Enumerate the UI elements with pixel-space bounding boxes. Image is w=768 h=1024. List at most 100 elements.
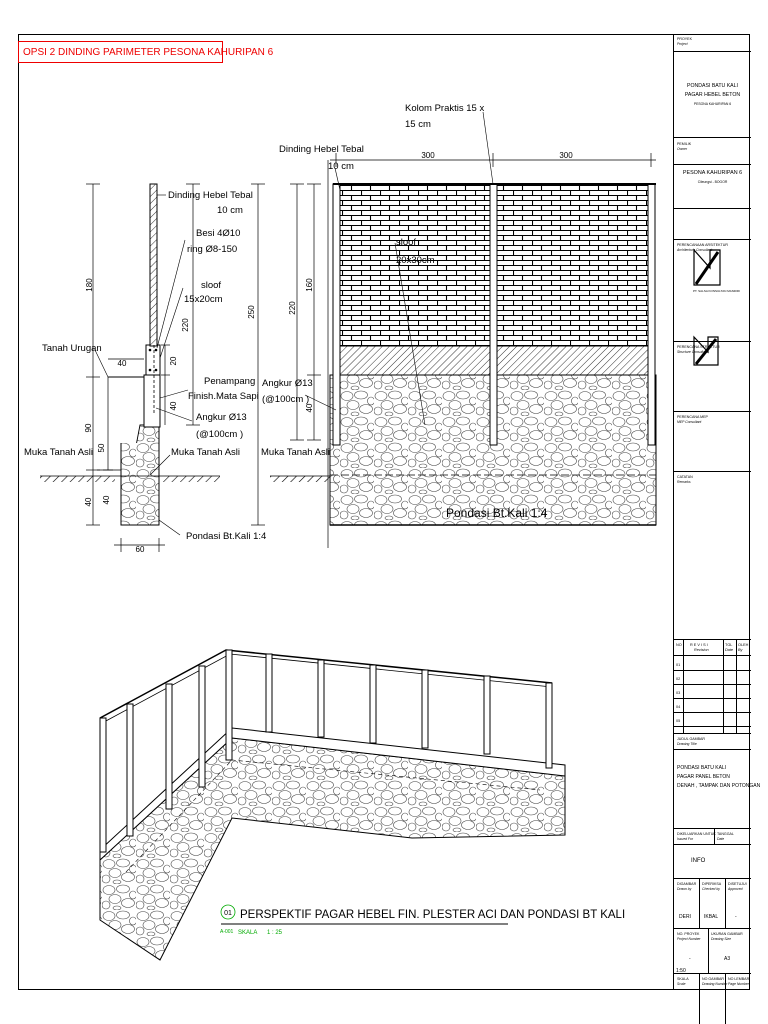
- tb-ukuran: A3: [724, 956, 731, 962]
- tb-dikeluarkan-label: DIKELUARKAN UNTUK: [677, 832, 716, 836]
- tb-pemilik-label: PEMILIK: [677, 142, 692, 146]
- hebel-wall-section: [149, 183, 158, 347]
- section-detail: 180 220 250 40 20 40 90 50 40 40 60: [24, 183, 266, 554]
- foundation-base: [121, 443, 159, 525]
- tb-rev-oleh-sub: By: [738, 648, 743, 652]
- tb-tanggal-label: TANGGAL: [717, 832, 734, 836]
- lbl-ground-section: Muka Tanah Asli: [24, 447, 93, 458]
- dims-left: [86, 183, 265, 552]
- tb-pemilik-sub: Cileungsi - BOGOR: [697, 180, 728, 184]
- ground-hatch-left-2: [162, 476, 220, 482]
- tb-digambar-label: DIGAMBAR: [677, 882, 697, 886]
- perspective-view: 01 PERSPEKTIF PAGAR HEBEL FIN. PLESTER A…: [99, 649, 625, 961]
- perspective-number: 01: [224, 910, 232, 917]
- sloof-section: [145, 344, 161, 376]
- tb-issued-row: DIKELUARKAN UNTUK Issued For TANGGAL Dat…: [674, 829, 751, 879]
- lbl-wall-elev-2: 10 cm: [328, 161, 354, 172]
- tb-architect-row: PERENCANAAN ARSITEKTUR Architecture Cons…: [674, 240, 751, 342]
- lbl-fill-soil: Tanah Urugan: [42, 343, 102, 354]
- lbl-anchor-elev-2: (@100cm ): [262, 394, 309, 405]
- tb-info: INFO: [691, 858, 706, 864]
- perspective-scale-value: 1 : 25: [267, 930, 283, 936]
- lbl-finish-2: Finish.Mata Sapi: [188, 391, 259, 402]
- tb-proyek-val: Project: [677, 42, 688, 46]
- tb-rev-title: R E V I S I: [690, 643, 708, 647]
- tb-rev-oleh: OLEH: [738, 643, 749, 647]
- ground-hatch-left: [40, 476, 115, 482]
- perspective-title: PERSPEKTIF PAGAR HEBEL FIN. PLESTER ACI …: [240, 909, 625, 921]
- dim-220-elev: 220: [288, 301, 297, 315]
- lbl-column-2: 15 cm: [405, 119, 431, 130]
- dim-40a: 40: [118, 359, 127, 368]
- tb-rev-row-2: 02: [676, 677, 681, 681]
- tb-no-proyek-val: Project Number: [677, 937, 701, 941]
- tb-pemilik-val: Owner: [677, 147, 687, 151]
- dim-50: 50: [97, 443, 106, 452]
- tb-rev-row-3: 03: [676, 691, 681, 695]
- tb-rev-row-4: 04: [676, 705, 681, 709]
- sheet-border: [18, 34, 750, 990]
- perspective-scale-label: SKALA: [238, 930, 257, 936]
- tb-project-name: PONDASI BATU KALI PAGAR HEBEL BETON PESO…: [674, 52, 751, 138]
- tb-arsitek-val: Architecture Consultant: [677, 248, 713, 252]
- tb-mep-label: PERENCANA MEP: [677, 415, 708, 419]
- lbl-anchor-section-2: (@100cm ): [196, 429, 243, 440]
- tb-proyek-sub: PESONA KAHURIPAN 6: [693, 102, 732, 106]
- lbl-wall-section-2: 10 cm: [217, 205, 243, 216]
- column-1: [332, 183, 341, 446]
- lbl-anchor-elev: Angkur Ø13: [262, 378, 313, 389]
- tb-diperiksa-label: DIPERIKSA: [702, 882, 722, 886]
- tb-rev-row-5: 05: [676, 719, 681, 723]
- lbl-column: Kolom Praktis 15 x: [405, 103, 484, 114]
- dim-250: 250: [247, 305, 256, 319]
- tb-rev-no: NO: [676, 643, 682, 647]
- tb-drawing-title: JUDUL GAMBAR Drawing Title PONDASI BATU …: [674, 734, 760, 829]
- dim-180: 180: [85, 278, 94, 292]
- lbl-finish: Penampang: [204, 376, 255, 387]
- tb-arsitek-label: PERENCANAAN ARSITEKTUR: [677, 243, 728, 247]
- tb-rev-sub: Revision: [694, 648, 709, 652]
- tb-scale-row: SKALA Scale NO GAMBAR Drawing Number NO …: [674, 974, 751, 1024]
- tb-dikeluarkan-val: Issued For: [677, 837, 694, 841]
- footing-block: [143, 374, 161, 428]
- ground-hatch-elev: [270, 476, 330, 482]
- dim-220: 220: [181, 318, 190, 332]
- tb-disetujui-name: -: [735, 914, 737, 920]
- tb-rev-tgl: TGL: [725, 643, 733, 647]
- option-title: OPSI 2 DINDING PARIMETER PESONA KAHURIPA…: [18, 41, 273, 63]
- lbl-rebar: Besi 4Ø10: [196, 228, 240, 239]
- tb-judul-val: Drawing Title: [677, 742, 697, 746]
- tb-struktur-label: PERENCANA STRUKTUR: [677, 345, 720, 349]
- lbl-wall-section: Dinding Hebel Tebal: [168, 190, 253, 201]
- lbl-ground-section-2: Muka Tanah Asli: [171, 447, 240, 458]
- tb-judul-label: JUDUL GAMBAR: [677, 737, 706, 741]
- tb-proyek-title-1: PONDASI BATU KALI: [687, 83, 738, 89]
- column-2: [489, 183, 498, 446]
- dim-40d: 40: [84, 497, 93, 506]
- tb-skala-label: SKALA: [677, 977, 689, 981]
- lbl-sloof-size-elev: 20x30cm: [396, 255, 435, 266]
- perspective-ref: A-001: [220, 929, 234, 935]
- column-3: [647, 183, 656, 446]
- dim-300b: 300: [559, 151, 573, 160]
- lbl-ground-elev: Muka Tanah Asli: [261, 447, 330, 458]
- tb-judul-3: DENAH , TAMPAK DAN POTONGAN: [677, 783, 761, 789]
- lbl-anchor-section: Angkur Ø13: [196, 412, 247, 423]
- tb-diperiksa-val: Checked by: [702, 887, 720, 891]
- dim-20: 20: [169, 356, 178, 365]
- dim-60: 60: [136, 545, 145, 554]
- tb-disetujui-val: Approved: [728, 887, 743, 891]
- tb-disetujui-label: DISETUJUI: [728, 882, 747, 886]
- dim-40-elev: 40: [305, 403, 314, 412]
- tb-diperiksa-name: IKBAL: [704, 914, 719, 920]
- title-block: PROYEK Project PONDASI BATU KALI PAGAR H…: [673, 34, 760, 1024]
- tb-revision-table: NO R E V I S I Revision TGL Date OLEH By…: [674, 640, 751, 734]
- dim-40b: 40: [169, 401, 178, 410]
- tb-mep-val: MEP Consultant: [677, 420, 702, 424]
- tb-catatan-label: CATATAN: [677, 475, 693, 479]
- tb-ukuran-val: Drawing Size: [711, 937, 731, 941]
- lbl-wall-elev: Dinding Hebel Tebal: [279, 144, 364, 155]
- tb-no-lembar-label: NO LEMBAR: [728, 977, 750, 981]
